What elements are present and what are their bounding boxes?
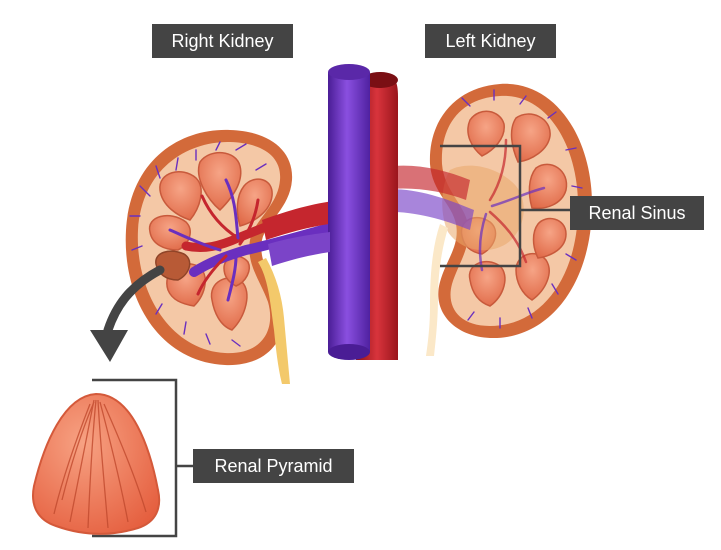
right-kidney-pyramids [148, 152, 273, 331]
pyramid [210, 277, 248, 331]
highlighted-pyramid [155, 250, 191, 281]
pyramid [515, 252, 550, 301]
pyramid [468, 260, 506, 307]
pyramid [148, 214, 191, 251]
pyramid [528, 163, 568, 210]
pyramid [159, 171, 202, 221]
right-ureter [258, 258, 290, 384]
right-kidney-label: Right Kidney [152, 24, 293, 58]
right-renal-vessels [262, 200, 342, 240]
renal-pyramid-label: Renal Pyramid [193, 449, 354, 483]
curved-arrow-icon [90, 265, 165, 362]
right-renal-vein [268, 232, 330, 266]
left-ureter [426, 224, 448, 356]
left-kidney [426, 83, 593, 356]
inferior-vena-cava [328, 64, 370, 360]
pyramid [197, 152, 242, 212]
left-renal-vessels [376, 165, 474, 230]
pyramid [236, 178, 273, 227]
renal-sinus-bracket [440, 144, 572, 268]
pyramid [532, 217, 567, 259]
renal-pyramid-detail [32, 392, 161, 535]
left-kidney-label: Left Kidney [425, 24, 556, 58]
renal-sinus-label: Renal Sinus [570, 196, 704, 230]
renal-pyramid-bracket [92, 378, 194, 538]
